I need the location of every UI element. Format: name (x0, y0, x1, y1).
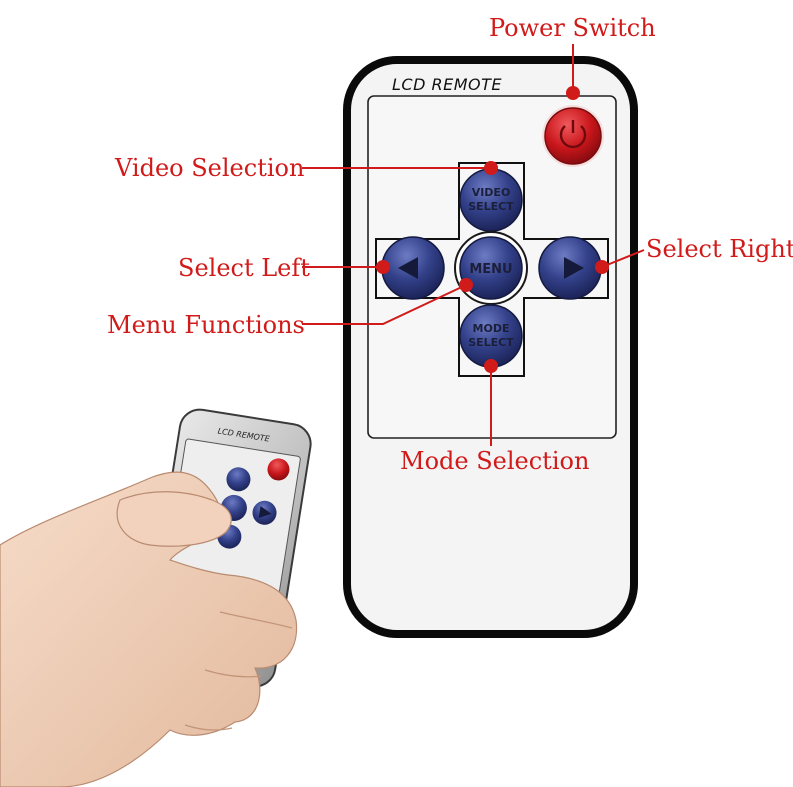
video-select-label-1: VIDEO (472, 186, 511, 199)
select-right-button[interactable] (538, 236, 602, 300)
arrow-right-icon (564, 257, 584, 279)
callout-select-left: Select Left (178, 254, 310, 282)
video-select-button[interactable]: VIDEO SELECT (459, 168, 523, 232)
callout-menu-functions: Menu Functions (107, 311, 305, 339)
small-power-button (267, 458, 290, 481)
power-button[interactable] (542, 105, 604, 167)
power-icon (559, 120, 587, 149)
mode-select-button[interactable]: MODE SELECT (459, 304, 523, 368)
callout-video-selection: Video Selection (115, 154, 305, 182)
menu-label: MENU (469, 262, 512, 277)
arrow-left-icon (398, 257, 418, 279)
remote-header: LCD REMOTE (392, 75, 502, 94)
callout-select-right: Select Right (646, 235, 793, 263)
dpad-outline (375, 162, 609, 377)
video-select-label-2: SELECT (468, 200, 514, 213)
callout-mode-selection: Mode Selection (400, 447, 590, 475)
callout-lines (302, 44, 645, 446)
mode-select-label-1: MODE (473, 322, 510, 335)
callout-power-switch: Power Switch (489, 14, 656, 42)
hand-image: LCD REMOTE (0, 408, 312, 787)
menu-button[interactable]: MENU (454, 231, 528, 305)
select-left-button[interactable] (381, 236, 445, 300)
mode-select-label-2: SELECT (468, 336, 514, 349)
